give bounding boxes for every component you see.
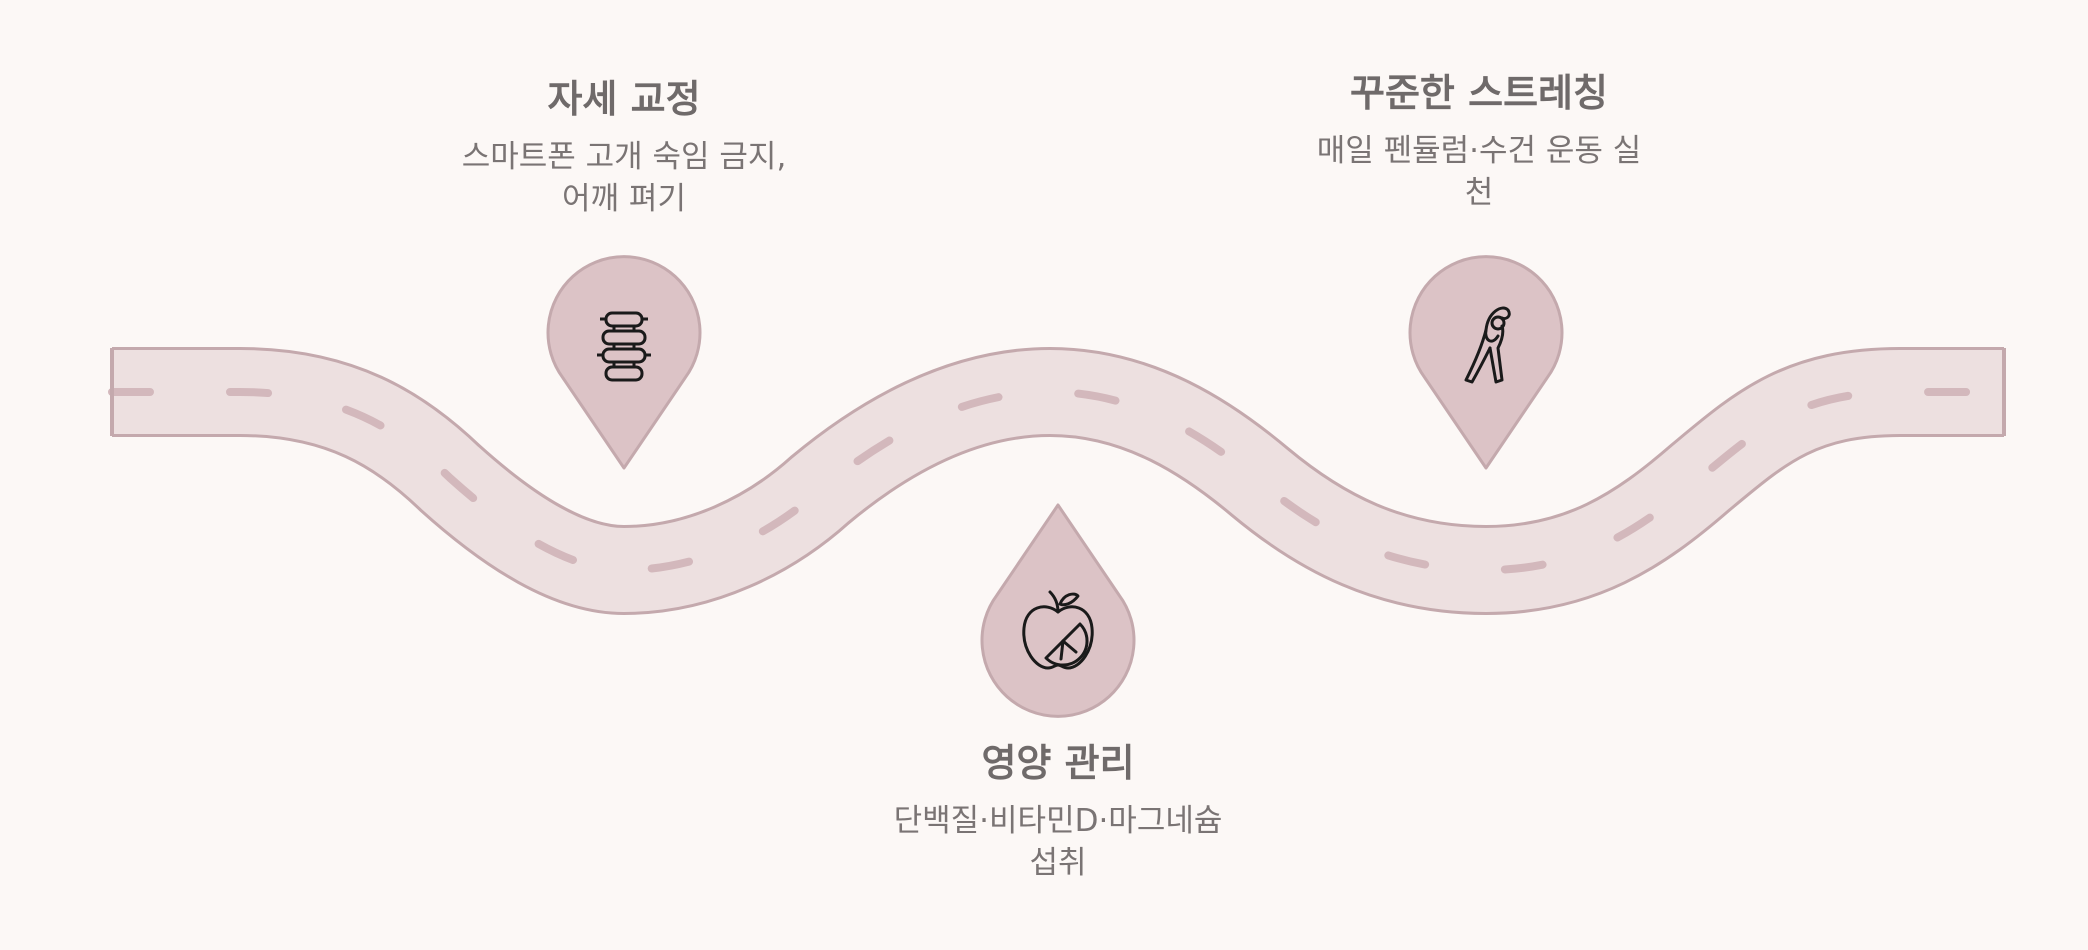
road-center-dashes	[108, 387, 2008, 575]
step-stretching: 꾸준한 스트레칭 매일 펜듈럼·수건 운동 실 천	[1279, 68, 1679, 214]
step-description: 스마트폰 고개 숙임 금지, 어깨 펴기	[424, 136, 824, 220]
road-end-cap	[2002, 348, 2006, 436]
road-start-cap	[110, 348, 114, 436]
step-desc-line: 단백질·비타민D·마그네슘	[893, 803, 1223, 839]
apple-orange-icon	[1022, 590, 1094, 670]
stretching-person-icon	[1464, 306, 1511, 384]
step-desc-line: 매일 펜듈럼·수건 운동 실	[1316, 133, 1642, 169]
step-description: 매일 펜듈럼·수건 운동 실 천	[1279, 130, 1679, 214]
step-desc-line: 어깨 펴기	[562, 181, 686, 217]
step-desc-line: 섭취	[1029, 845, 1087, 881]
step-desc-line: 스마트폰 고개 숙임 금지,	[461, 139, 787, 175]
spine-icon	[597, 311, 651, 382]
marker-nutrition	[980, 503, 1136, 718]
step-title: 영양 관리	[981, 741, 1135, 785]
step-nutrition: 영양 관리 단백질·비타민D·마그네슘 섭취	[858, 738, 1258, 884]
marker-posture	[546, 255, 702, 470]
step-title: 자세 교정	[547, 77, 701, 121]
step-posture: 자세 교정 스마트폰 고개 숙임 금지, 어깨 펴기	[424, 74, 824, 220]
marker-stretching	[1408, 255, 1564, 470]
step-desc-line: 천	[1464, 175, 1494, 211]
step-description: 단백질·비타민D·마그네슘 섭취	[858, 800, 1258, 884]
step-title: 꾸준한 스트레칭	[1350, 71, 1608, 115]
